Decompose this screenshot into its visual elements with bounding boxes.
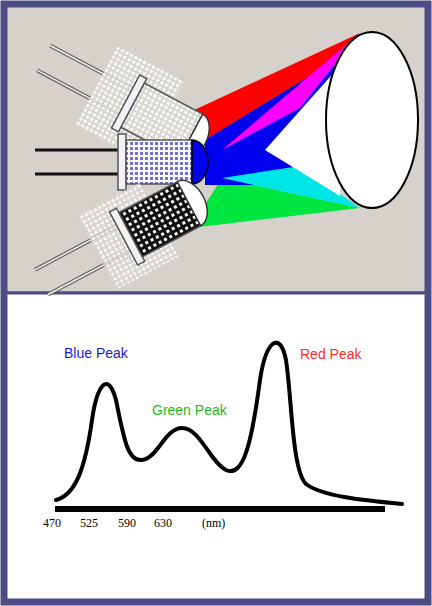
outer-frame: [3, 3, 429, 603]
peak-label: Red Peak: [300, 346, 361, 362]
axis-tick: 590: [118, 516, 136, 531]
peak-label: Blue Peak: [64, 345, 128, 361]
spectrum-curve: [56, 343, 402, 504]
peak-label: Green Peak: [152, 402, 227, 418]
target-ellipse: [326, 32, 418, 208]
top-panel: [6, 6, 426, 293]
axis-unit: (nm): [202, 516, 225, 531]
axis-tick: 525: [80, 516, 98, 531]
axis-tick: 470: [43, 516, 61, 531]
bottom-panel: [6, 293, 426, 600]
led-green: [22, 159, 223, 319]
axis-tick: 630: [154, 516, 172, 531]
x-axis: [55, 506, 385, 512]
